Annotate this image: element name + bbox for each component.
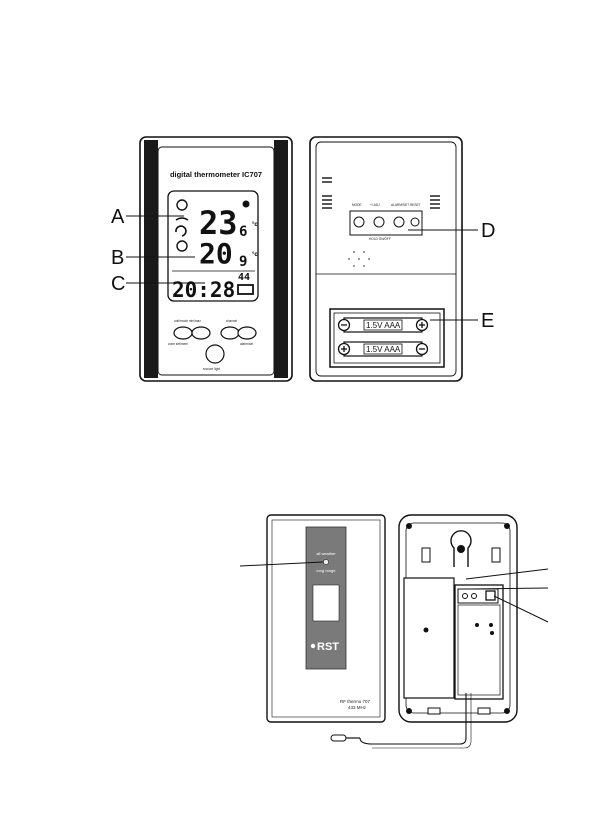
sensor-brand: RST: [317, 641, 339, 653]
callout-b: B: [111, 247, 124, 269]
callouts-back: D E: [408, 220, 495, 332]
callout-e: E: [481, 310, 494, 332]
label-zone: zone set/mem: [168, 342, 188, 346]
label-adj: +/-ADJ: [370, 203, 380, 207]
channel-switches[interactable]: [457, 588, 499, 604]
label-mode: MODE: [352, 203, 362, 207]
clock-time: 20:28: [172, 278, 235, 302]
mode-button[interactable]: [353, 216, 365, 228]
front-unit: digital thermometer IC707 23 6 °c 20 9 °…: [139, 136, 293, 382]
front-buttons: unit/mode min/max channel zone set/mem a…: [168, 319, 257, 371]
callout-line-led: [239, 561, 324, 567]
label-hold: HOLD ON/OFF: [369, 237, 391, 241]
callout-a: A: [111, 206, 125, 228]
model-title: digital thermometer IC707: [170, 170, 262, 179]
label-snooze: snooze light: [203, 367, 220, 371]
label-channel: channel: [226, 319, 237, 323]
label-unit-mode: unit/mode min/max: [174, 319, 201, 323]
zone-a-icon: [176, 199, 188, 211]
probe-tip: [330, 734, 347, 742]
battery-compartment: 1.5V AAA 1.5V AAA: [329, 308, 445, 368]
temperature-probe: [330, 693, 472, 749]
alarm-bell-icon: [242, 200, 250, 208]
callouts-sensor-back: [465, 568, 549, 623]
clock-seconds: 44: [238, 272, 250, 283]
readout-a-decimal: 6: [239, 224, 247, 240]
battery-1-label: 1.5V AAA: [366, 321, 401, 330]
min-max-button[interactable]: [191, 326, 211, 340]
back-buttons: MODE +/-ADJ ALARM/SET RESET HOLD ON/OFF: [349, 203, 423, 241]
callout-c: C: [111, 273, 125, 295]
callouts-front: A B C: [111, 206, 205, 295]
readout-a-main: 23: [199, 204, 238, 242]
sensor-battery-compartment: [454, 584, 504, 700]
sensor-model-line1: RF thermo 707: [340, 699, 371, 704]
speaker-holes: [348, 251, 370, 267]
sync-arrow-icon: [175, 225, 187, 237]
sensor-battery-door: [403, 577, 455, 699]
sensor-back: [398, 514, 518, 723]
battery-2-label: 1.5V AAA: [366, 345, 401, 354]
label-alarm-set: alarm/set: [240, 342, 253, 346]
unit-mode-button[interactable]: [173, 326, 193, 340]
signal-icon: [175, 217, 189, 221]
sensor-window: [312, 584, 340, 622]
unit-b-icon: °c: [252, 252, 258, 258]
zone-b-icon: [176, 240, 188, 252]
vent-slots: [322, 177, 440, 209]
readout-b-main: 20: [199, 237, 233, 270]
sensor-front: all weather long range RST RF thermo 707…: [266, 514, 386, 723]
reset-button[interactable]: [410, 217, 420, 227]
sensor-indicator-top: all weather: [316, 551, 336, 556]
alarm-indicator: [237, 284, 254, 295]
brand-logo-icon: [310, 643, 316, 649]
channel-button[interactable]: [220, 326, 240, 340]
unit-a-icon: °c: [252, 222, 258, 228]
label-reset: RESET: [410, 203, 421, 207]
sensor-indicator-bottom: long range: [317, 568, 337, 573]
led-indicator-icon: [323, 559, 329, 565]
label-alarm: ALARM/SET: [391, 203, 409, 207]
back-unit: MODE +/-ADJ ALARM/SET RESET HOLD ON/OFF: [309, 136, 463, 382]
sensor-model-line2: 433 MHz: [348, 705, 367, 710]
adj-button[interactable]: [373, 216, 385, 228]
callout-d: D: [481, 220, 495, 242]
snooze-light-button[interactable]: [205, 344, 225, 364]
alarm-button[interactable]: [393, 216, 405, 228]
lcd-display: 23 6 °c 20 9 °c 20:28 44: [167, 190, 259, 302]
readout-b-decimal: 9: [239, 254, 247, 270]
alarm-set-button[interactable]: [237, 326, 257, 340]
